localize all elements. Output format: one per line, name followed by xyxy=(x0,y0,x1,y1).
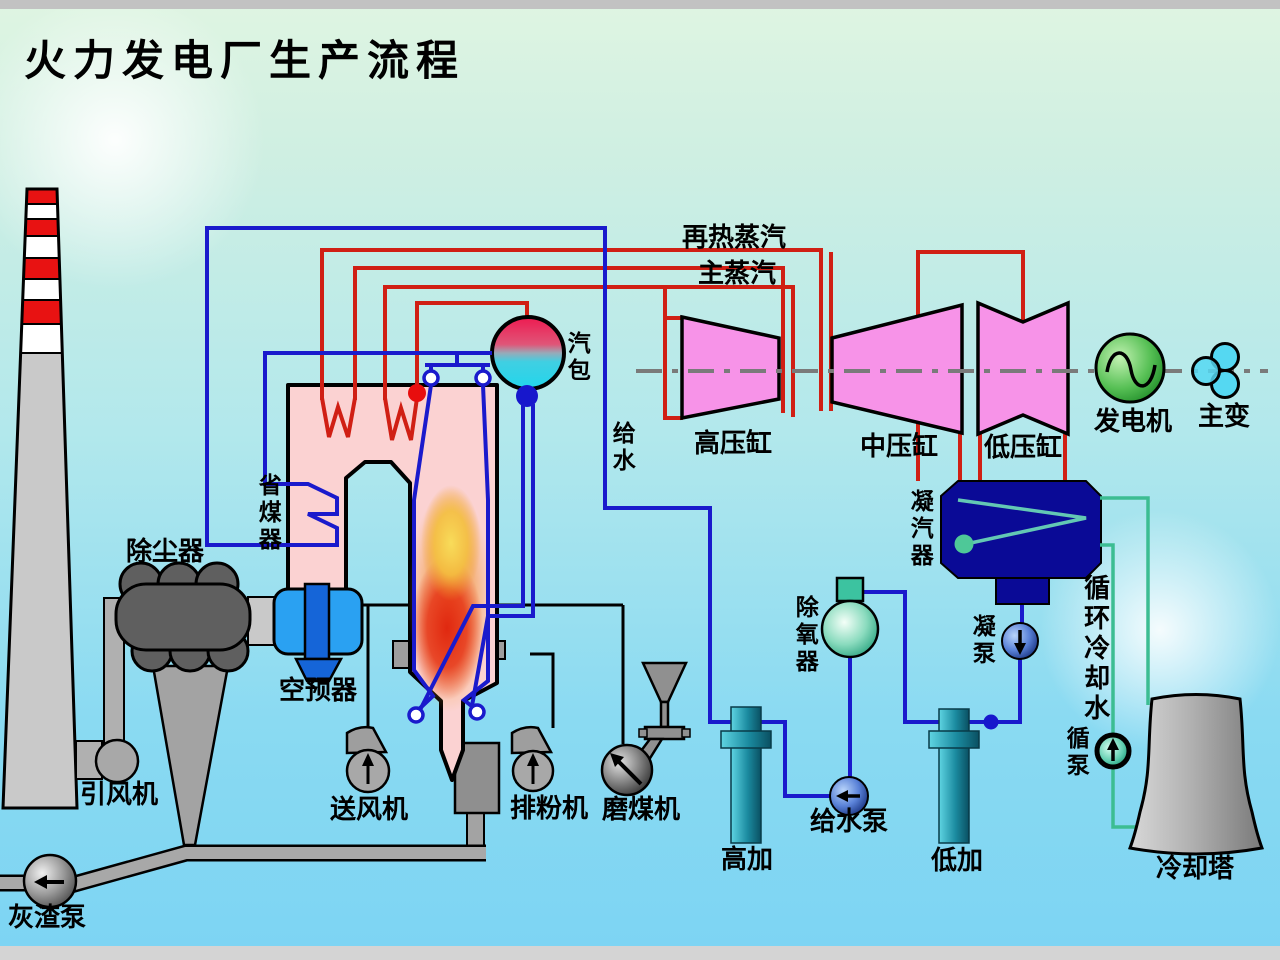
label-reheat-steam: 再热蒸汽 xyxy=(682,223,787,253)
label-ash-slag-pump: 灰渣泵 xyxy=(8,903,87,933)
label-dust-collector: 除尘器 xyxy=(126,537,205,567)
boiler xyxy=(286,383,499,782)
turbine-set xyxy=(636,300,1268,437)
label-lp-heater: 低加 xyxy=(931,846,984,876)
hp-heater xyxy=(720,706,772,844)
coal-mill xyxy=(600,743,654,797)
label-cooling-tower: 冷却塔 xyxy=(1156,854,1235,884)
chimney xyxy=(1,187,79,810)
feedwater-pump xyxy=(829,776,869,816)
label-feedwater-pump: 给水泵 xyxy=(810,807,889,837)
label-forced-draft-fan: 送风机 xyxy=(330,795,409,825)
label-hp-cylinder: 高压缸 xyxy=(694,429,773,459)
condensate-pump xyxy=(1001,622,1039,660)
label-main-steam: 主蒸汽 xyxy=(698,259,777,289)
steam-drum xyxy=(490,315,566,391)
label-feed-water: 给水 xyxy=(608,421,635,475)
top-bar xyxy=(0,0,1280,9)
label-generator: 发电机 xyxy=(1094,407,1173,437)
label-main-transformer: 主变 xyxy=(1198,402,1251,432)
label-circ-cooling-water: 循环冷却水 xyxy=(1079,574,1110,724)
cooling-tower xyxy=(1127,693,1265,856)
label-condensate-pump: 凝泵 xyxy=(968,614,995,668)
deaerator xyxy=(820,576,880,659)
header-dot xyxy=(408,384,426,402)
hp-cylinder xyxy=(680,314,781,421)
circulating-pump xyxy=(1094,732,1132,770)
label-deaerator: 除氧器 xyxy=(791,595,818,676)
condenser-hotwell-dot xyxy=(954,534,974,554)
condenser xyxy=(940,480,1102,605)
forced-draft-fan xyxy=(345,725,391,794)
label-condenser: 凝汽器 xyxy=(906,489,933,570)
main-transformer xyxy=(1191,342,1240,399)
label-lp-cylinder: 低压缸 xyxy=(984,433,1063,463)
coal-feeder xyxy=(636,661,691,765)
lp-cylinder xyxy=(976,300,1070,437)
dust-collector xyxy=(114,561,252,847)
water-pipes xyxy=(205,226,1024,798)
label-circ-pump: 循泵 xyxy=(1062,726,1089,780)
label-air-preheater: 空预器 xyxy=(279,676,358,706)
steam-pipes xyxy=(320,248,1067,481)
ash-system xyxy=(0,741,501,897)
label-powder-exhauster: 排粉机 xyxy=(510,794,589,824)
label-steam-drum: 汽包 xyxy=(563,331,590,385)
cooling-circuit xyxy=(1094,496,1265,856)
powder-exhauster xyxy=(510,725,555,793)
label-ip-cylinder: 中压缸 xyxy=(860,432,939,462)
bottom-bar xyxy=(0,946,1280,960)
air-ducts xyxy=(362,603,625,744)
label-coal-mill: 磨煤机 xyxy=(602,795,681,825)
page-title: 火力发电厂生产流程 xyxy=(24,36,466,85)
sine-icon xyxy=(1105,351,1157,388)
label-induced-draft-fan: 引风机 xyxy=(80,780,159,810)
air-preheater xyxy=(272,582,364,683)
label-hp-heater: 高加 xyxy=(721,845,774,875)
label-economizer: 省煤器 xyxy=(254,473,281,554)
lp-heater xyxy=(928,708,980,844)
induced-draft-fan xyxy=(94,738,140,784)
ash-slag-pump xyxy=(22,853,78,909)
